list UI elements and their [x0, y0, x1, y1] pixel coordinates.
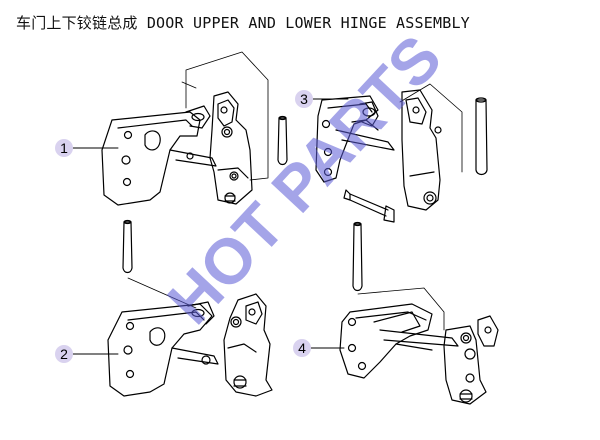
callout-2-label: 2: [60, 346, 68, 362]
hinge-assembly-3: [315, 83, 488, 223]
watermark: HOT PARTS: [154, 21, 456, 337]
callout-4: 4: [293, 339, 345, 357]
diagram-title: 车门上下铰链总成 DOOR UPPER AND LOWER HINGE ASSE…: [16, 14, 470, 32]
callout-2: 2: [55, 345, 119, 363]
callout-3: 3: [295, 90, 349, 108]
callout-3-label: 3: [300, 91, 308, 107]
hinge-assembly-1: [101, 51, 288, 206]
callout-4-label: 4: [298, 340, 306, 356]
hinge-assembly-4: [339, 221, 499, 405]
callout-1-label: 1: [60, 140, 68, 156]
hinge-assembly-2: [107, 219, 273, 397]
callout-1: 1: [55, 139, 119, 157]
